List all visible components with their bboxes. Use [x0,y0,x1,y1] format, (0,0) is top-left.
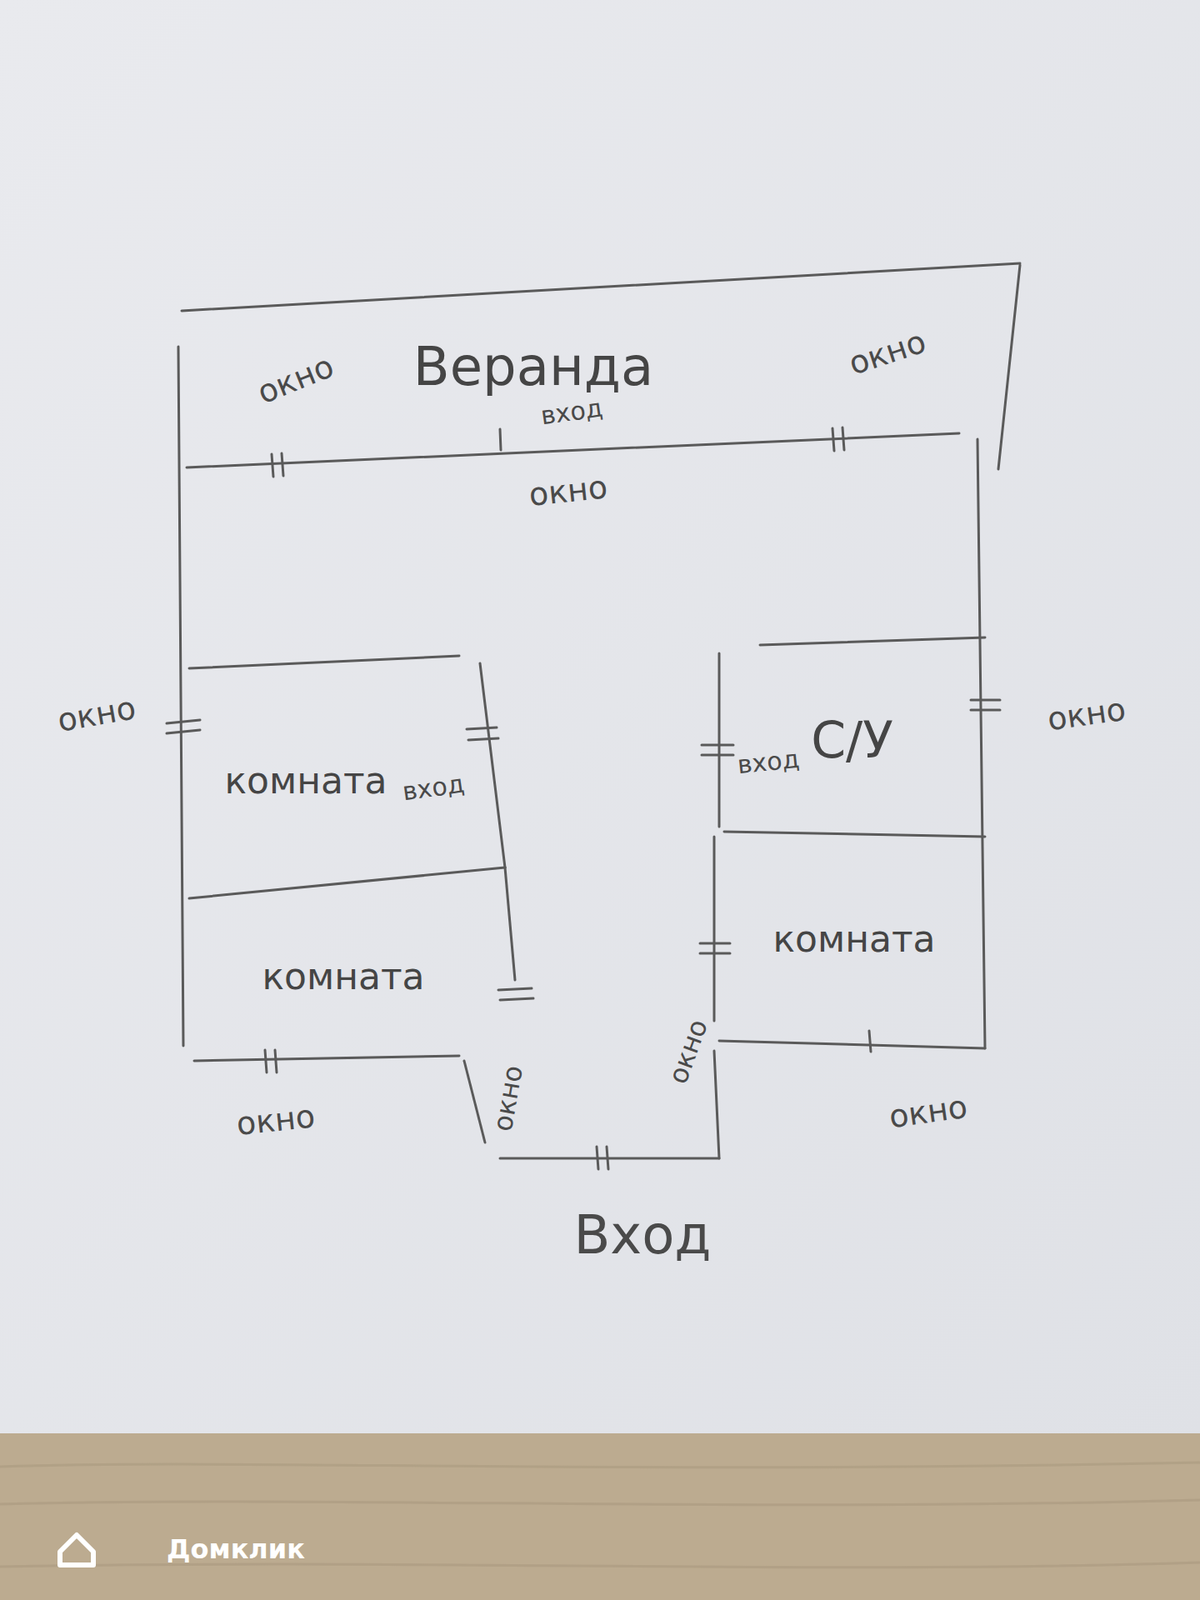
bottom-wall [194,1055,460,1061]
room-name: С/У [810,712,894,768]
wooden-table [0,1433,1200,1600]
vestibule-wall [500,1157,720,1160]
room-wall [189,655,460,669]
room-wall [480,663,505,868]
room-box: комната [733,843,975,1035]
vestibule-wall [714,1050,720,1159]
window-door-marks [166,427,1000,1170]
room-box: комната [193,904,494,1050]
bathroom-wall [718,653,721,827]
wood-grain [0,1462,1200,1568]
bathroom-wall [724,831,985,837]
room-name: Веранда [413,337,654,396]
vestibule-wall [464,1060,485,1143]
door-label: вход [735,745,801,780]
veranda-right-wall [998,265,1020,470]
watermark: Домклик [166,1535,305,1565]
room-name: комната [261,956,425,997]
walls [178,263,1020,1159]
room-wall [189,867,505,899]
bathroom-wall [760,637,985,645]
room-box: комната [193,679,419,884]
veranda-band: Веранда [333,325,734,409]
paper [0,0,1200,1435]
left-wall [178,346,184,1046]
room-name: комната [224,760,387,801]
room-wall [505,867,515,980]
bottom-wall [719,1040,985,1049]
right-wall [977,439,985,1049]
room-name: комната [772,919,935,960]
domclick-logo-icon [60,1535,94,1565]
veranda-top-wall [181,263,1020,311]
room-wall [713,836,716,1021]
bathroom-box: С/У [729,654,975,825]
entrance-label: Вход [573,1205,711,1265]
